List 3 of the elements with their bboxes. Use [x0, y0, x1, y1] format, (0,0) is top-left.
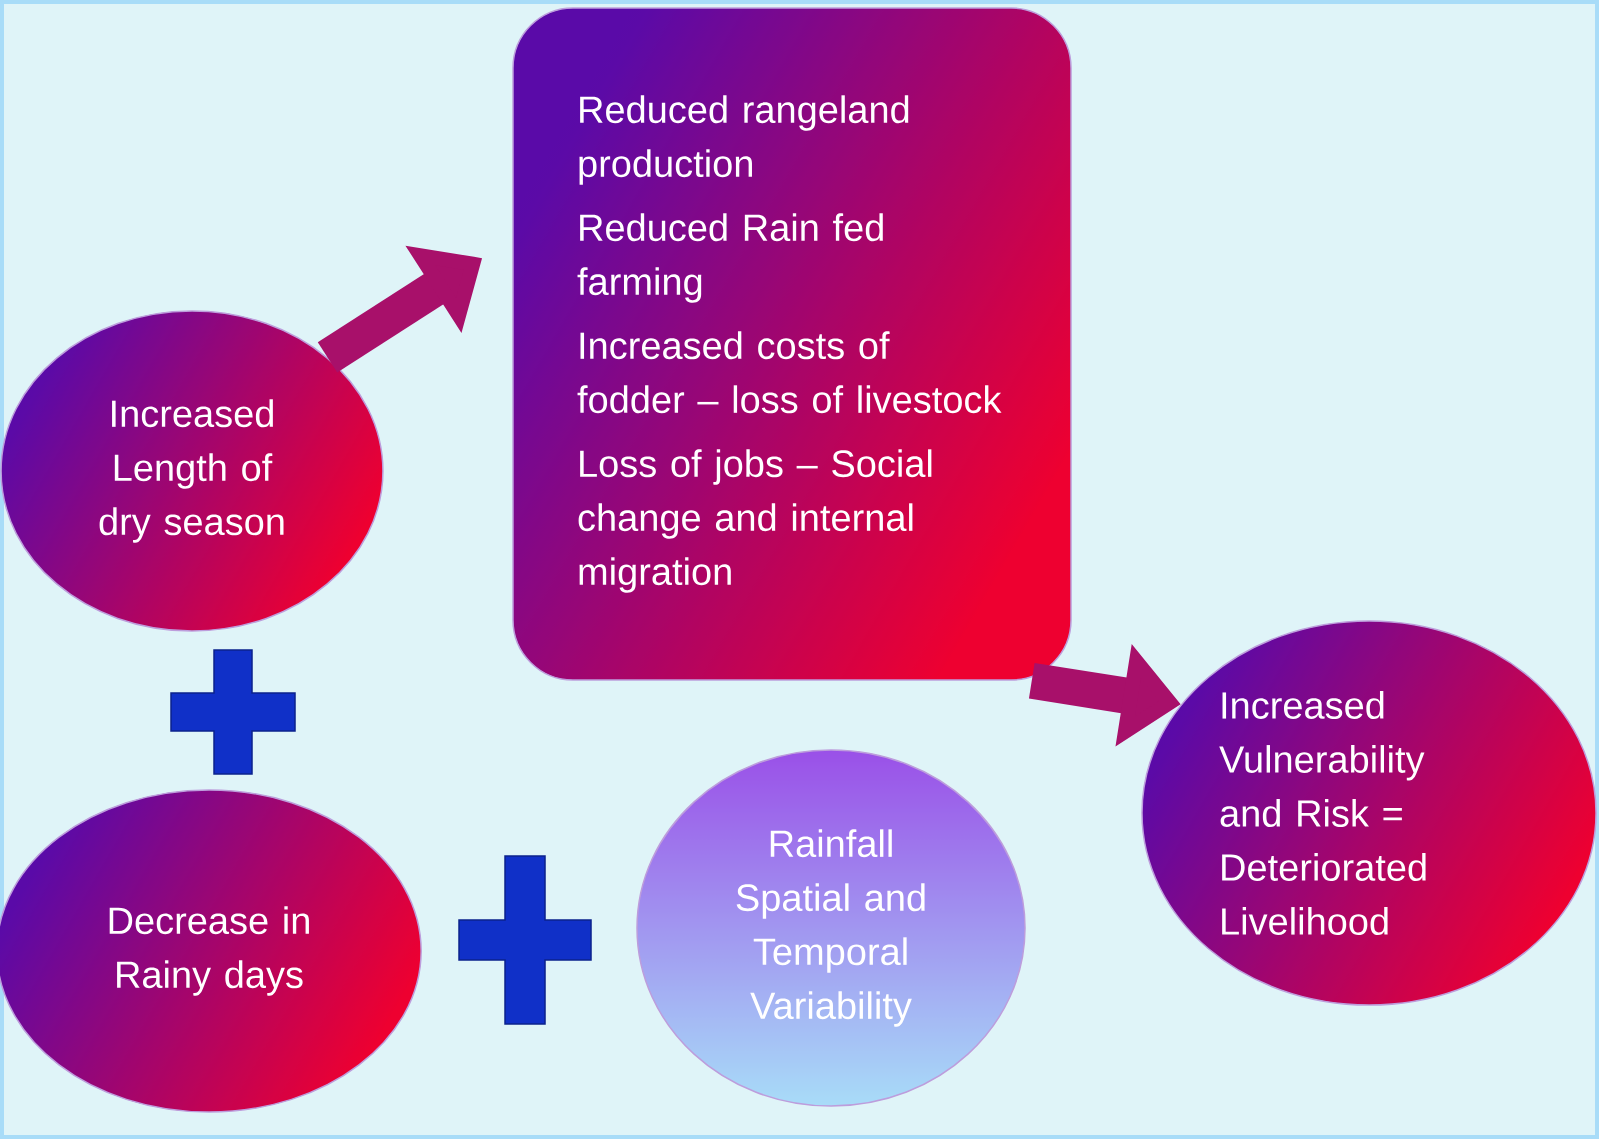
plus-sign — [458, 855, 592, 1025]
impact-box: Reduced rangeland production Reduced Rain fed farming Increased costs of fodder – loss of livestock Loss of jobs – Social change and internal migration — [512, 7, 1072, 681]
plus-sign — [170, 649, 296, 775]
